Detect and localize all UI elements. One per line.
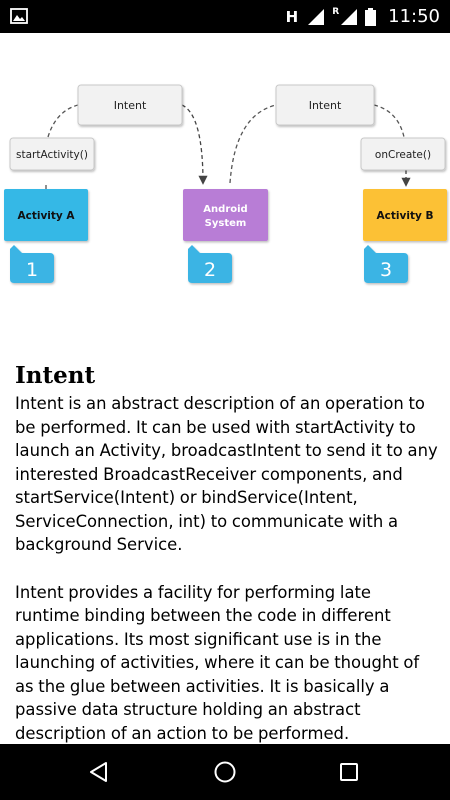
intent-diagram: Intent Intent startActivity() onCreate()… <box>4 84 447 283</box>
step-badge-1-label: 1 <box>26 259 38 281</box>
status-clock: 11:50 <box>388 6 440 27</box>
connector-intent-to-android-system <box>181 104 208 185</box>
connector-android-system-to-intent <box>229 104 277 184</box>
intent-box-right-label: Intent <box>309 99 342 112</box>
signal-icon <box>308 8 325 25</box>
android-system-label-line2: System <box>205 218 247 229</box>
activity-a-box: Activity A <box>4 189 88 241</box>
step-badge-3-label: 3 <box>380 259 392 281</box>
article-paragraph-1: Intent is an abstract description of an … <box>15 394 438 554</box>
start-activity-box: startActivity() <box>9 137 95 171</box>
recents-button[interactable] <box>314 744 384 800</box>
status-bar: H R 11:50 <box>0 0 450 33</box>
battery-icon <box>365 7 377 26</box>
article-paragraph-2: Intent provides a facility for performin… <box>15 582 420 743</box>
article: Intent Intent is an abstract description… <box>0 360 450 745</box>
step-badge-2-label: 2 <box>204 259 216 281</box>
android-system-label-line1: Android <box>203 204 247 215</box>
activity-a-label: Activity A <box>17 210 75 222</box>
home-icon <box>214 761 236 783</box>
navigation-bar <box>0 744 450 800</box>
image-notification-icon <box>10 8 28 24</box>
recents-icon <box>340 763 358 781</box>
signal-roaming-icon <box>341 8 358 25</box>
intent-box-right: Intent <box>275 84 375 126</box>
start-activity-label: startActivity() <box>16 149 88 161</box>
article-title: Intent <box>15 362 96 389</box>
intent-box-left-label: Intent <box>114 99 147 112</box>
step-badge-3: 3 <box>364 245 408 283</box>
activity-b-box: Activity B <box>363 189 447 241</box>
activity-b-label: Activity B <box>377 210 434 222</box>
step-badge-2: 2 <box>188 245 232 283</box>
roaming-indicator: R <box>332 6 340 17</box>
step-badge-1: 1 <box>10 245 54 283</box>
network-type-indicator: H <box>285 7 299 26</box>
back-icon <box>90 762 107 782</box>
connector-start-activity-to-intent <box>47 104 79 138</box>
on-create-box: onCreate() <box>360 137 446 171</box>
android-system-box: Android System <box>183 189 268 241</box>
on-create-label: onCreate() <box>375 149 431 161</box>
intent-box-left: Intent <box>77 84 183 126</box>
connector-intent-to-on-create <box>373 104 405 138</box>
home-button[interactable] <box>190 744 260 800</box>
back-button[interactable] <box>64 744 134 800</box>
